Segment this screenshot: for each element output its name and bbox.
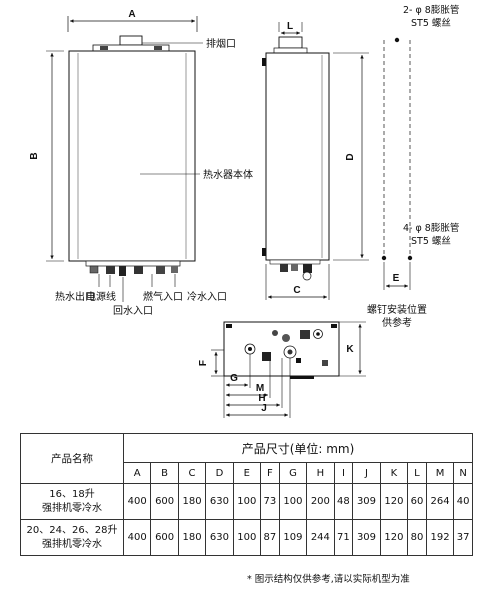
col-header: I (333, 462, 354, 484)
heater-body (68, 50, 196, 262)
label-screw-bottom-1: 4- φ 8膨胀管 (403, 222, 459, 234)
dimension-drawing: A 排烟口 B 热水器本体 (29, 4, 459, 418)
product-name-cell: 20、24、26、28升 强排机零冷水 (20, 519, 124, 556)
value-cell: 400 (122, 483, 152, 520)
label-mount-position-2: 供参考 (382, 316, 412, 329)
table-row: 16、18升 强排机零冷水 400 600 180 630 100 73 100… (20, 483, 473, 520)
col-header: G (278, 462, 308, 484)
value-cell: 48 (333, 483, 354, 520)
product-name-line2: 强排机零冷水 (42, 538, 102, 550)
col-header: H (306, 462, 335, 484)
col-header: E (232, 462, 262, 484)
col-header: K (379, 462, 409, 484)
side-body (265, 52, 330, 261)
side-view: L D C (262, 21, 369, 300)
value-cell: 309 (352, 519, 381, 556)
dim-label-h: H (258, 393, 265, 404)
footnote: * 图示结构仅供参考,请以实际机型为准 (247, 574, 410, 585)
value-cell: 120 (379, 519, 409, 556)
product-name-line1: 20、24、26、28升 (26, 524, 118, 536)
product-name-header: 产品名称 (20, 433, 124, 484)
dim-label-j: J (261, 403, 267, 414)
bottom-view: F K G M H J (198, 321, 366, 418)
dim-label-k: K (346, 344, 354, 355)
value-cell: 244 (306, 519, 335, 556)
col-header: J (352, 462, 381, 484)
mounting-holes: 2- φ 8膨胀管 ST5 螺丝 4- φ 8膨胀管 ST5 螺丝 E 螺钉安装… (367, 4, 459, 329)
spec-table: 产品名称 产品尺寸(单位: mm) A B C D E F G H I J K … (20, 433, 473, 556)
bottom-view-outline (223, 321, 340, 377)
value-cell: 192 (425, 519, 455, 556)
dim-label-b: B (29, 152, 40, 159)
flue-outlet (119, 35, 143, 46)
product-name-line2: 强排机零冷水 (42, 502, 102, 514)
col-header: N (453, 462, 473, 484)
dim-label-m: M (256, 383, 264, 394)
label-screw-bottom-2: ST5 螺丝 (411, 235, 451, 247)
label-power-cable: 电源线 (86, 290, 116, 303)
label-mount-position-1: 螺钉安装位置 (367, 303, 427, 316)
value-cell: 40 (453, 483, 473, 520)
label-screw-top-1: 2- φ 8膨胀管 (403, 4, 459, 16)
col-header: M (425, 462, 455, 484)
value-cell: 309 (352, 483, 381, 520)
value-cell: 630 (205, 483, 234, 520)
dim-label-l: L (287, 21, 293, 32)
label-screw-top-2: ST5 螺丝 (411, 17, 451, 29)
product-name-line1: 16、18升 (49, 488, 95, 500)
value-cell: 180 (177, 519, 207, 556)
label-body: 热水器本体 (203, 168, 253, 181)
dim-label-e: E (393, 273, 400, 284)
col-header: B (150, 462, 179, 484)
value-cell: 87 (260, 519, 280, 556)
value-cell: 37 (453, 519, 473, 556)
value-cell: 600 (150, 519, 179, 556)
dim-label-g: G (230, 373, 238, 384)
value-cell: 600 (150, 483, 179, 520)
col-header: L (407, 462, 427, 484)
value-cell: 400 (122, 519, 152, 556)
value-cell: 264 (425, 483, 455, 520)
label-cold-water-inlet: 冷水入口 (187, 290, 227, 303)
value-cell: 73 (260, 483, 280, 520)
dim-label-a: A (128, 9, 135, 20)
value-cell: 71 (333, 519, 354, 556)
table-row: 20、24、26、28升 强排机零冷水 400 600 180 630 100 … (20, 519, 473, 556)
bottom-fittings (85, 260, 181, 276)
col-header: A (122, 462, 152, 484)
value-cell: 60 (407, 483, 427, 520)
label-return-water-inlet: 回水入口 (113, 305, 153, 317)
dim-label-f: F (198, 360, 209, 366)
value-cell: 180 (177, 483, 207, 520)
dim-label-c: C (293, 285, 300, 296)
value-cell: 120 (379, 483, 409, 520)
mount-hole-bottom-right (407, 255, 413, 261)
label-flue: 排烟口 (206, 37, 236, 50)
value-cell: 200 (306, 483, 335, 520)
mount-hole-bottom-left (381, 255, 387, 261)
label-gas-inlet: 燃气入口 (143, 290, 183, 303)
col-header: D (205, 462, 234, 484)
value-cell: 109 (278, 519, 308, 556)
label-hot-water-outlet: 热水出口 (55, 290, 95, 303)
mount-hole-top (394, 37, 400, 43)
product-name-cell: 16、18升 强排机零冷水 (20, 483, 124, 520)
dim-label-d: D (345, 153, 356, 160)
dimension-header: 产品尺寸(单位: mm) (123, 433, 473, 463)
col-header: F (260, 462, 280, 484)
value-cell: 630 (205, 519, 234, 556)
value-cell: 100 (278, 483, 308, 520)
value-cell: 80 (407, 519, 427, 556)
front-view: A 排烟口 B 热水器本体 (29, 9, 253, 317)
col-header: C (177, 462, 207, 484)
value-cell: 100 (232, 483, 262, 520)
value-cell: 100 (232, 519, 262, 556)
side-flue (278, 36, 303, 49)
